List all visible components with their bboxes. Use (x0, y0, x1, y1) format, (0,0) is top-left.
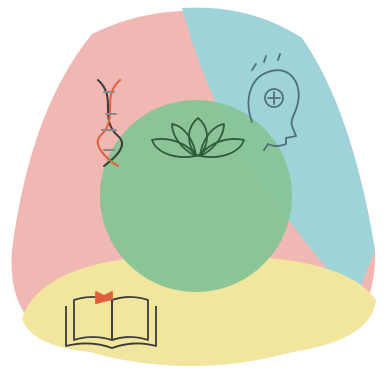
bottom-lobe (22, 255, 376, 366)
lotus-icon (151, 117, 245, 158)
center-circle (100, 100, 292, 292)
dna-helix-icon (97, 79, 123, 167)
human-head-icon (247, 53, 300, 151)
open-book-icon (65, 291, 157, 349)
